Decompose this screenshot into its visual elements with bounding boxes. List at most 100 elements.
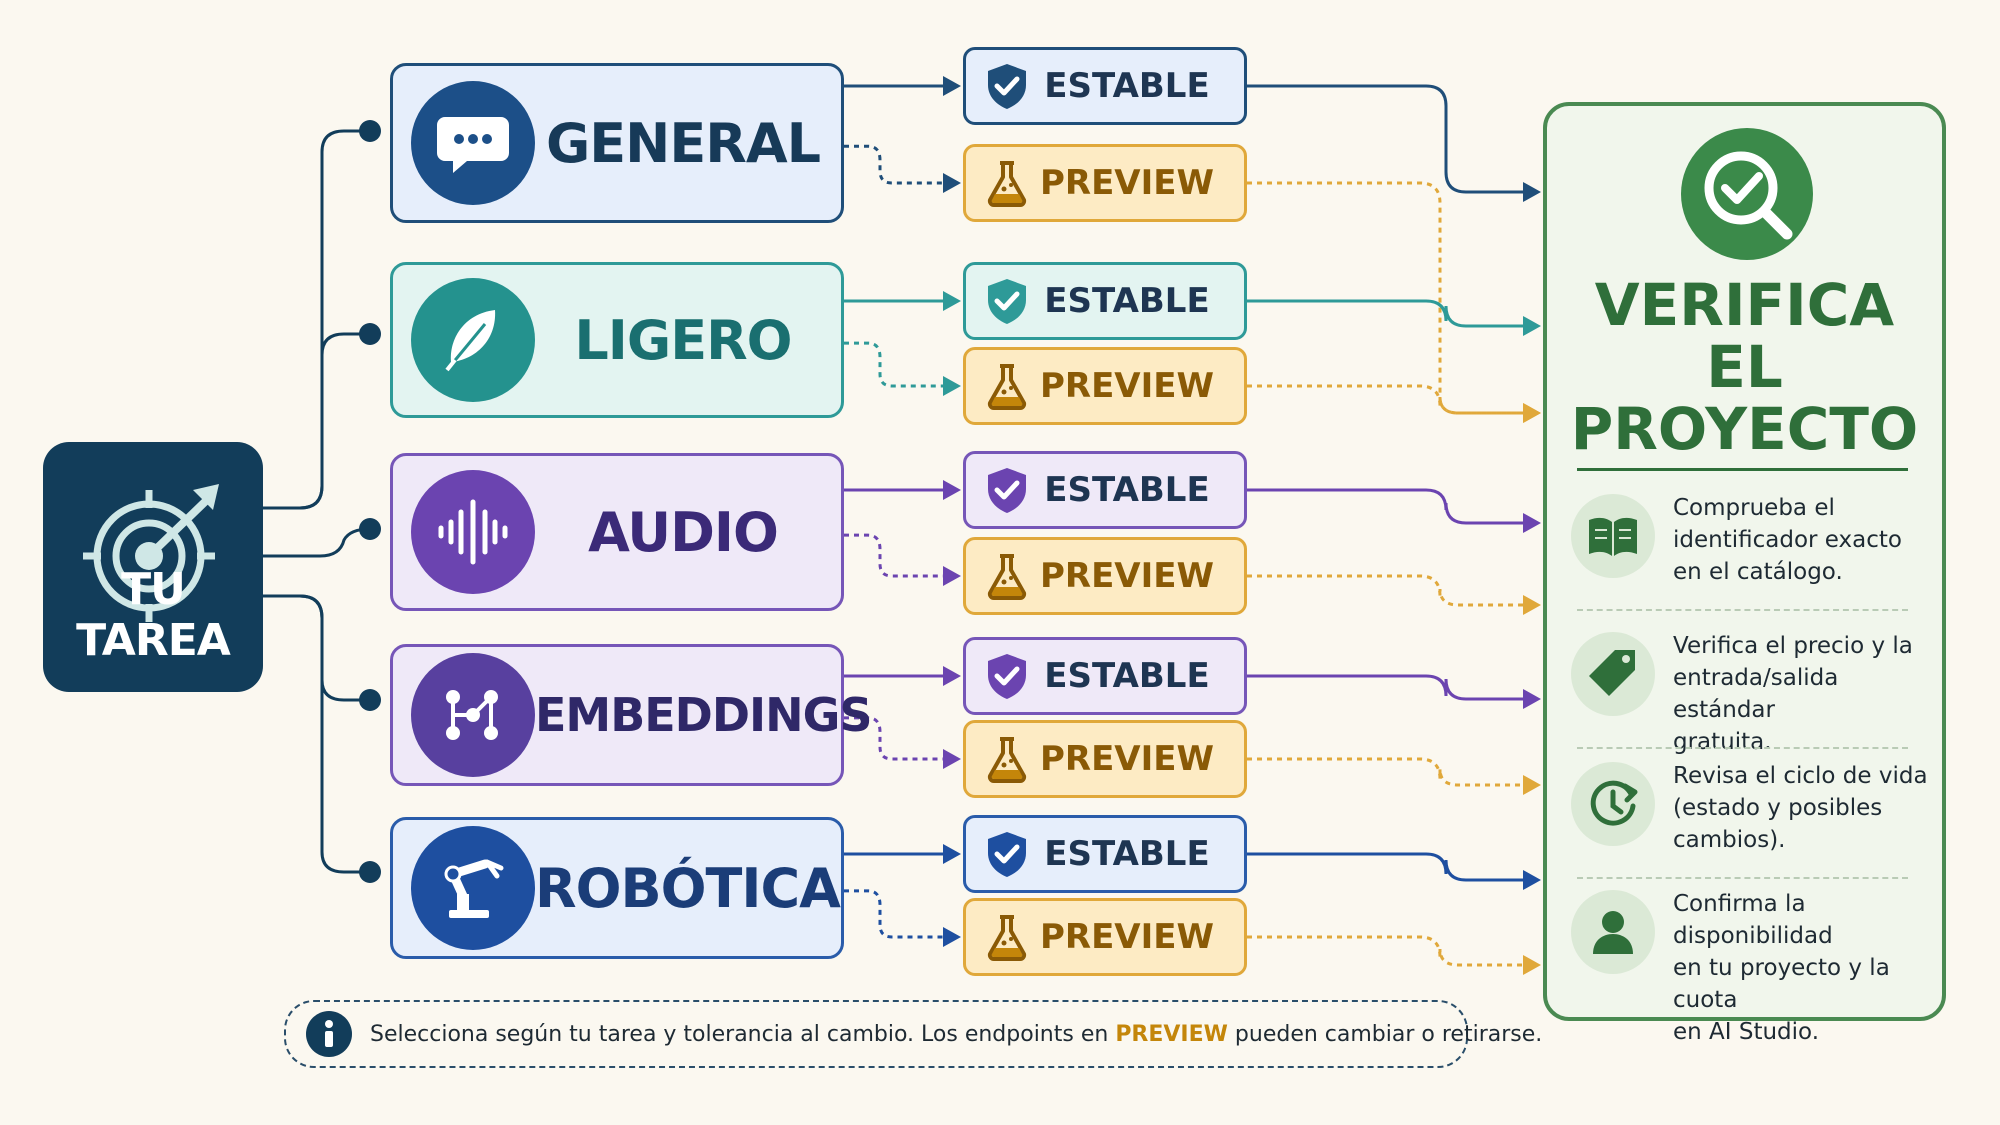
arrowhead (1523, 513, 1541, 533)
checklist-separator (1577, 877, 1908, 879)
checklist-line: Verifica el precio y la (1673, 633, 1913, 659)
preview-connector (844, 716, 947, 761)
checklist-line: identificador exacto (1673, 527, 1902, 553)
price-tag-icon (1571, 632, 1655, 716)
arrowhead (1523, 403, 1541, 423)
category-label: ROBÓTICA (535, 856, 841, 920)
note-text-after: pueden cambiar o retirarse. (1227, 1021, 1543, 1047)
shield-check-icon (982, 651, 1032, 701)
preview-badge-audio[interactable]: PREVIEW (963, 537, 1247, 615)
task-branch-line (263, 594, 370, 874)
preview-connector (844, 889, 947, 939)
stable-label: ESTABLE (1044, 834, 1210, 874)
checklist-line: entrada/salida estándar (1673, 665, 1839, 723)
checklist-text: Comprueba el identificador exacto en el ca… (1673, 492, 1934, 588)
note-text: Selecciona según tu tarea y tolerancia a… (370, 1022, 1542, 1047)
verify-title: VERIFICA EL PROYECTO (1547, 274, 1942, 460)
user-icon (1571, 890, 1655, 974)
category-label: GENERAL (545, 111, 821, 175)
info-icon (306, 1011, 352, 1057)
preview-label: PREVIEW (1039, 739, 1215, 779)
checklist-line: en AI Studio. (1673, 1019, 1820, 1045)
checklist-item: Verifica el precio y la entrada/salida es… (1571, 632, 1934, 755)
arrowhead (1523, 775, 1541, 795)
flask-icon (982, 551, 1032, 601)
checklist-line: Confirma la disponibilidad (1673, 891, 1833, 949)
checklist-line: Comprueba el (1673, 495, 1835, 521)
arrowhead (943, 376, 961, 396)
arrowhead (1523, 870, 1541, 890)
arrowhead (1523, 182, 1541, 202)
arrowhead (943, 291, 961, 311)
verify-divider (1577, 468, 1908, 471)
stable-to-verify-connector (1247, 488, 1523, 525)
checklist-text: Verifica el precio y la entrada/salida es… (1673, 630, 1934, 758)
checklist-line: gratuita. (1673, 729, 1772, 755)
task-branch-line (263, 129, 370, 510)
task-branch-line (263, 332, 370, 510)
preview-badge-robotica[interactable]: PREVIEW (963, 898, 1247, 976)
graph-nodes-icon (411, 653, 535, 777)
preview-badge-general[interactable]: PREVIEW (963, 144, 1247, 222)
task-branch-line (263, 527, 371, 558)
stable-label: ESTABLE (1044, 470, 1210, 510)
stable-badge-ligero[interactable]: ESTABLE (963, 262, 1247, 340)
task-card: TU TAREA (43, 442, 263, 692)
shield-check-icon (982, 276, 1032, 326)
stable-label: ESTABLE (1044, 656, 1210, 696)
arrowhead (943, 927, 961, 947)
connector-node (359, 323, 381, 345)
category-label: EMBEDDINGS (535, 688, 873, 742)
stable-to-verify-connector (1247, 852, 1523, 882)
preview-connector (844, 533, 947, 578)
preview-label: PREVIEW (1039, 556, 1215, 596)
sound-wave-icon (411, 470, 535, 594)
preview-label: PREVIEW (1039, 366, 1215, 406)
checklist-line: en el catálogo. (1673, 559, 1843, 585)
stable-to-verify-connector (1247, 84, 1523, 194)
stable-badge-audio[interactable]: ESTABLE (963, 451, 1247, 529)
verify-title-line: VERIFICA (1594, 271, 1895, 339)
arrowhead (943, 480, 961, 500)
preview-to-verify-connector (1247, 757, 1523, 787)
shield-check-icon (982, 829, 1032, 879)
checklist-line: (estado y posibles (1673, 795, 1883, 821)
stable-badge-robotica[interactable]: ESTABLE (963, 815, 1247, 893)
connector-node (359, 518, 381, 540)
preview-connector (844, 144, 947, 185)
preview-label: PREVIEW (1039, 163, 1215, 203)
arrowhead (943, 173, 961, 193)
stable-label: ESTABLE (1044, 281, 1210, 321)
arrowhead (1523, 955, 1541, 975)
note-text-before: Selecciona según tu tarea y tolerancia a… (370, 1021, 1116, 1047)
task-label: TU TAREA (76, 564, 231, 666)
clock-cycle-icon (1571, 762, 1655, 846)
category-card-general[interactable]: GENERAL (390, 63, 844, 223)
chat-bubble-icon (411, 81, 535, 205)
preview-label: PREVIEW (1039, 917, 1215, 957)
arrowhead (1523, 689, 1541, 709)
flask-icon (982, 158, 1032, 208)
stable-badge-embeddings[interactable]: ESTABLE (963, 637, 1247, 715)
checklist-item: Revisa el ciclo de vida (estado y posible… (1571, 762, 1934, 872)
checklist-separator (1577, 609, 1908, 611)
connector-node (359, 689, 381, 711)
checklist-line: Revisa el ciclo de vida (1673, 763, 1928, 789)
flask-icon (982, 361, 1032, 411)
preview-to-verify-connector (1247, 574, 1523, 607)
flask-icon (982, 912, 1032, 962)
preview-badge-ligero[interactable]: PREVIEW (963, 347, 1247, 425)
category-card-audio[interactable]: AUDIO (390, 453, 844, 611)
preview-badge-embeddings[interactable]: PREVIEW (963, 720, 1247, 798)
preview-to-verify-connector (1247, 384, 1523, 415)
category-card-ligero[interactable]: LIGERO (390, 262, 844, 418)
category-card-embeddings[interactable]: EMBEDDINGS (390, 644, 873, 786)
arrowhead (1523, 316, 1541, 336)
arrowhead (1523, 595, 1541, 615)
category-card-robotica[interactable]: ROBÓTICA (390, 817, 844, 959)
magnifier-check-icon (1681, 128, 1813, 260)
stable-badge-general[interactable]: ESTABLE (963, 47, 1247, 125)
